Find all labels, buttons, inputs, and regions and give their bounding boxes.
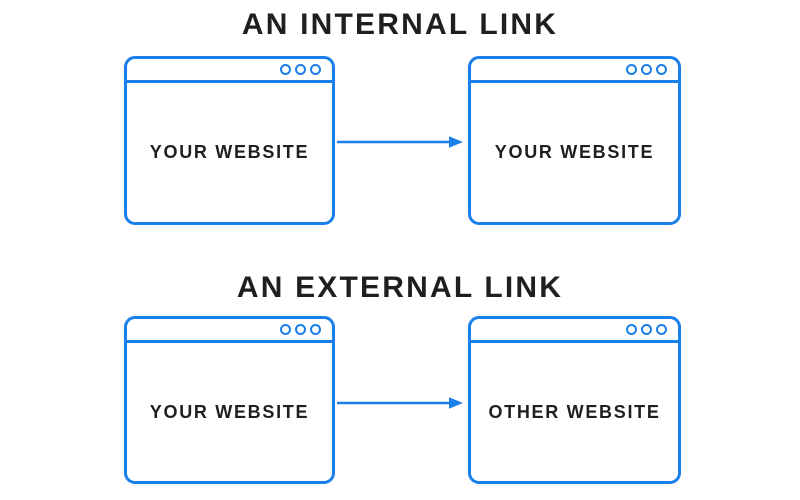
- website-label: OTHER WEBSITE: [488, 401, 661, 422]
- browser-viewport: YOUR WEBSITE: [127, 343, 332, 481]
- section-title-internal: AN INTERNAL LINK: [241, 8, 559, 41]
- browser-window-external-source: YOUR WEBSITE: [124, 316, 335, 484]
- browser-titlebar: [471, 59, 678, 83]
- browser-titlebar: [127, 59, 332, 83]
- browser-window-external-target: OTHER WEBSITE: [468, 316, 681, 484]
- window-dot-icon: [656, 64, 667, 75]
- window-control-dots: [280, 324, 321, 335]
- browser-viewport: OTHER WEBSITE: [471, 343, 678, 481]
- browser-titlebar: [127, 319, 332, 343]
- window-dot-icon: [656, 324, 667, 335]
- window-dot-icon: [295, 324, 306, 335]
- website-label: YOUR WEBSITE: [494, 142, 655, 162]
- window-dot-icon: [626, 64, 637, 75]
- window-dot-icon: [280, 324, 291, 335]
- browser-window-internal-source: YOUR WEBSITE: [124, 56, 335, 225]
- window-control-dots: [626, 64, 667, 75]
- window-dot-icon: [626, 324, 637, 335]
- window-control-dots: [280, 64, 321, 75]
- window-dot-icon: [310, 324, 321, 335]
- arrow-right-icon: [337, 136, 463, 148]
- window-dot-icon: [280, 64, 291, 75]
- window-dot-icon: [641, 324, 652, 335]
- window-dot-icon: [295, 64, 306, 75]
- section-title-external: AN EXTERNAL LINK: [236, 271, 564, 304]
- window-control-dots: [626, 324, 667, 335]
- window-dot-icon: [641, 64, 652, 75]
- browser-viewport: YOUR WEBSITE: [127, 83, 332, 222]
- arrow-right-icon: [337, 397, 463, 409]
- website-label: YOUR WEBSITE: [149, 142, 310, 162]
- window-dot-icon: [310, 64, 321, 75]
- browser-titlebar: [471, 319, 678, 343]
- browser-viewport: YOUR WEBSITE: [471, 83, 678, 222]
- website-label: YOUR WEBSITE: [149, 401, 310, 422]
- browser-window-internal-target: YOUR WEBSITE: [468, 56, 681, 225]
